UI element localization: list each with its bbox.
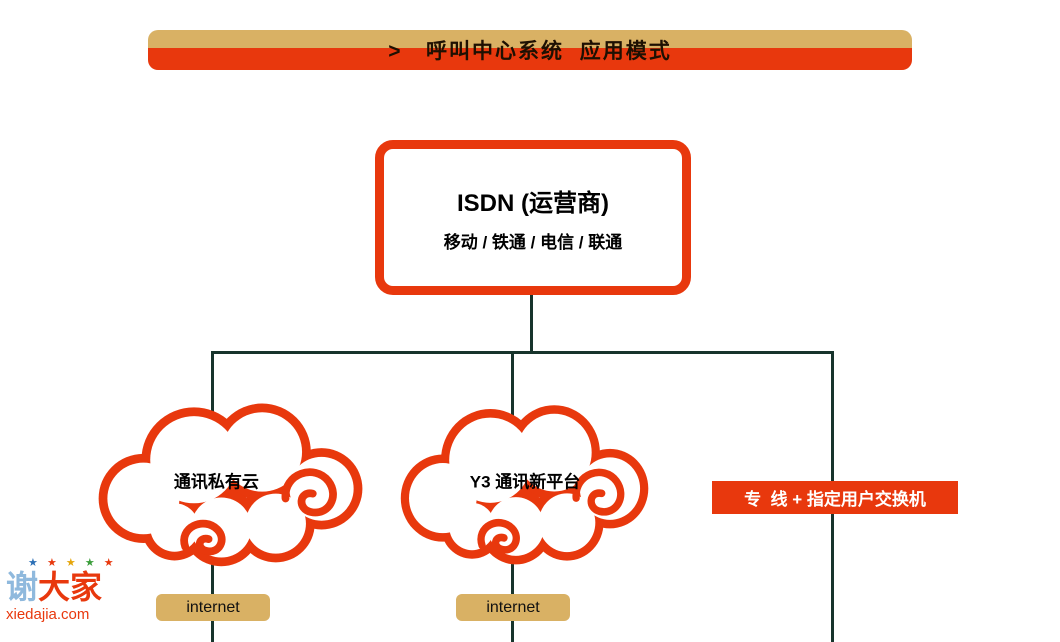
banner-red-stripe — [148, 48, 912, 70]
y3-platform-node: Y3 通讯新平台 — [388, 392, 662, 572]
isdn-subtitle: 移动 / 铁通 / 电信 / 联通 — [443, 232, 623, 252]
watermark: ★ ★ ★ ★ ★ 谢大家 xiedajia.com — [6, 558, 117, 623]
watermark-brand-rest: 大家 — [38, 569, 103, 605]
internet-badge-left: internet — [156, 594, 270, 621]
cloud-shape-icon — [98, 403, 363, 567]
internet-badge-mid: internet — [456, 594, 570, 621]
connector-isdn-stem — [530, 293, 533, 354]
private-cloud-node: 通讯私有云 — [85, 390, 377, 574]
cloud-shape-icon — [400, 405, 649, 565]
y3-platform-label: Y3 通讯新平台 — [469, 472, 581, 492]
title-banner: > 呼叫中心系统 应用模式 — [148, 30, 912, 70]
isdn-title: ISDN (运营商) — [457, 189, 609, 217]
banner-tan-stripe — [148, 30, 912, 48]
page-title: > 呼叫中心系统 应用模式 — [388, 40, 672, 63]
private-cloud-label: 通讯私有云 — [173, 472, 259, 492]
star-icon: ★ — [46, 557, 60, 569]
star-icon: ★ — [28, 557, 41, 569]
star-icon: ★ — [65, 557, 79, 569]
isdn-node: ISDN (运营商) 移动 / 铁通 / 电信 / 联通 — [375, 140, 691, 295]
watermark-brand: 谢大家 — [6, 571, 117, 603]
connector-horizontal — [211, 351, 834, 354]
watermark-site: xiedajia.com — [6, 606, 90, 623]
watermark-stars: ★ ★ ★ ★ ★ — [6, 558, 117, 569]
star-icon: ★ — [84, 557, 98, 569]
watermark-brand-first: 谢 — [6, 569, 39, 605]
star-icon: ★ — [103, 557, 117, 569]
dedicated-line-label: 专 线 + 指定用户交换机 — [712, 481, 958, 514]
